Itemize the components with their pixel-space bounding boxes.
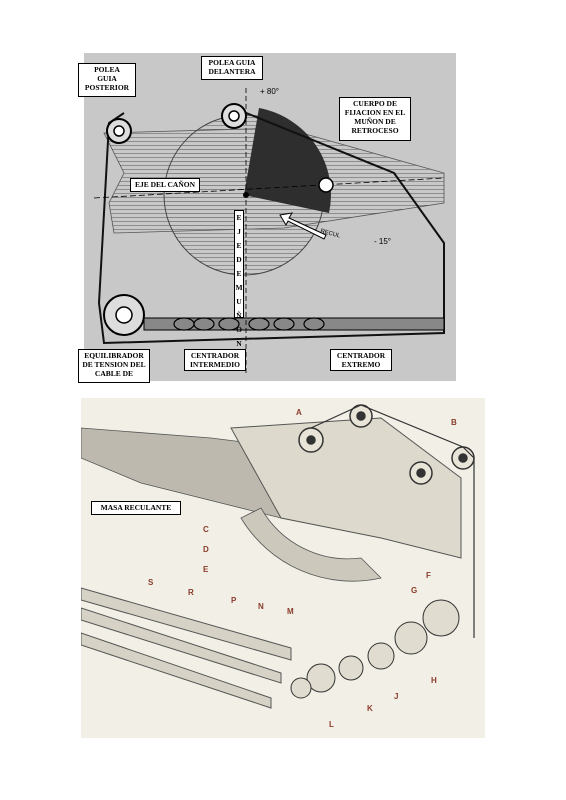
rods bbox=[81, 587, 292, 709]
recoil-fixing-body bbox=[318, 177, 334, 193]
bottom-diagram: MASA RECULANTE A B C D E F G H J K L M N… bbox=[81, 398, 485, 738]
letter-e: E bbox=[203, 565, 209, 574]
label-recoiling-mass: MASA RECULANTE bbox=[91, 501, 181, 515]
cable bbox=[310, 404, 475, 638]
letter-m: M bbox=[287, 607, 294, 616]
letter-k: K bbox=[367, 704, 373, 713]
elevation-sector bbox=[244, 108, 331, 213]
letter-d: D bbox=[203, 545, 209, 554]
letter-c: C bbox=[203, 525, 209, 534]
angle-up: + 80° bbox=[260, 87, 279, 96]
letter-j: J bbox=[394, 692, 399, 701]
centring-mechanism bbox=[290, 599, 460, 699]
trunnion-center bbox=[243, 192, 249, 198]
top-diagram: POLEA GUIA POSTERIOR POLEA GUIA DELANTER… bbox=[78, 53, 456, 383]
letter-r: R bbox=[188, 588, 194, 597]
label-barrel-axis: EJE DEL CAÑON bbox=[130, 178, 200, 192]
label-intermediate-centrer: CENTRADOR INTERMEDIO bbox=[184, 349, 246, 371]
top-diagram-drawing bbox=[93, 88, 445, 373]
label-trunnion-axis: EJE DE MUÑON bbox=[234, 210, 244, 348]
letter-h: H bbox=[431, 676, 437, 685]
label-rear-pulley: POLEA GUIA POSTERIOR bbox=[78, 63, 136, 97]
pulleys bbox=[298, 404, 475, 485]
cable-path bbox=[97, 107, 445, 345]
label-fixing-body: CUERPO DE FIJACION EN EL MUÑON DE RETROC… bbox=[339, 97, 411, 141]
letter-n: N bbox=[258, 602, 264, 611]
letter-g: G bbox=[411, 586, 418, 595]
bottom-diagram-drawing bbox=[81, 404, 475, 709]
label-front-pulley: POLEA GUIA DELANTERA bbox=[201, 56, 263, 80]
cradle-body bbox=[230, 417, 462, 559]
spring-coils bbox=[173, 317, 325, 331]
letter-f: F bbox=[426, 571, 431, 580]
elevation-arc bbox=[240, 507, 382, 582]
letter-s: S bbox=[148, 578, 154, 587]
letter-p: P bbox=[231, 596, 237, 605]
letter-a: A bbox=[296, 408, 302, 417]
barrel-axis-line bbox=[93, 177, 445, 199]
angle-down: - 15° bbox=[374, 237, 391, 246]
rear-pulley bbox=[106, 118, 132, 144]
front-pulley bbox=[221, 103, 247, 129]
letter-l: L bbox=[329, 720, 334, 729]
letter-b: B bbox=[451, 418, 457, 427]
tension-balancer bbox=[103, 294, 145, 336]
label-end-centrer: CENTRADOR EXTREMO bbox=[330, 349, 392, 371]
recoil-arrow bbox=[279, 212, 327, 240]
label-balancer: EQUILIBRADOR DE TENSION DEL CABLE DE bbox=[78, 349, 150, 383]
